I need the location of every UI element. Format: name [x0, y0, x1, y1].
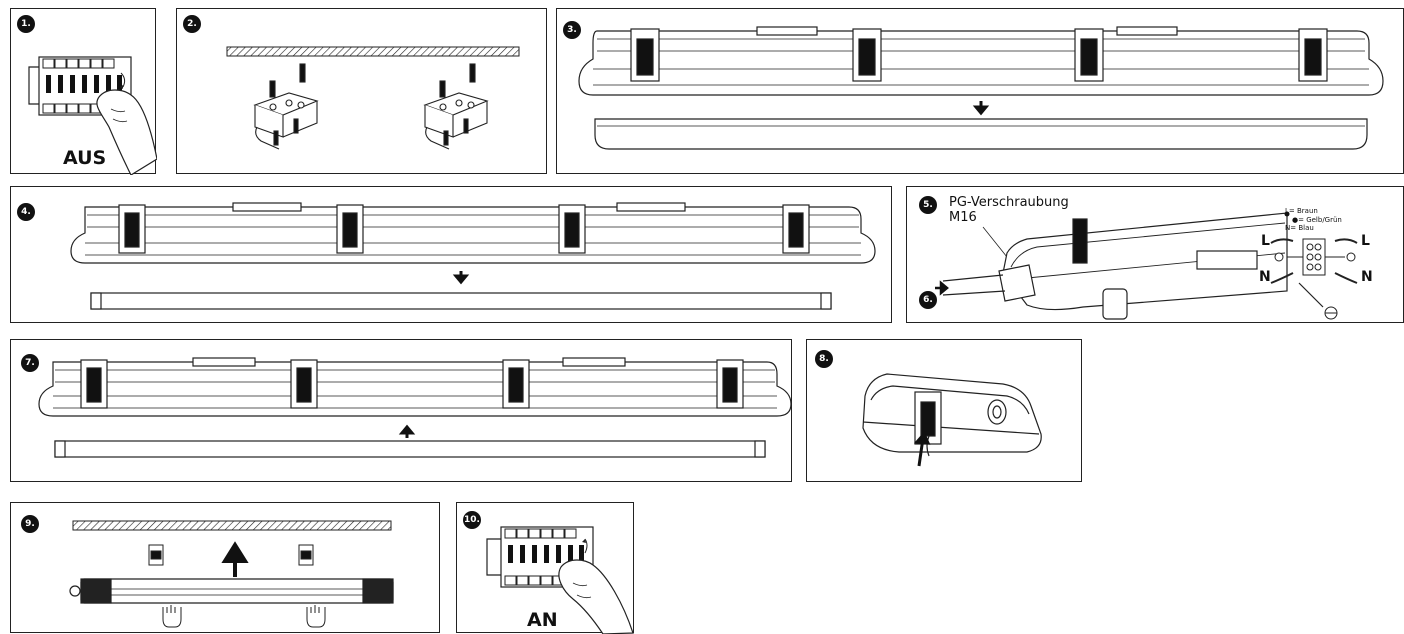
fixture-diffuser-removal-illustration: [578, 26, 1384, 150]
wire-label-l-left: L: [1261, 233, 1270, 249]
panel-step-2: 2.: [176, 8, 547, 174]
panel-step-9: 9.: [10, 502, 440, 633]
panel-step-10: 10. AN: [456, 502, 634, 634]
switch-off-label: AUS: [63, 147, 107, 169]
fixture-mounting-illustration: [69, 520, 394, 628]
cable-entry-illustration: [935, 211, 1358, 320]
legend-brown: L= Braun: [1285, 207, 1318, 215]
step-badge-2: 2.: [183, 15, 201, 33]
panel-step-7: 7.: [10, 339, 792, 482]
gland-label-line2: M16: [949, 210, 977, 225]
fixture-tube-install-illustration: [38, 357, 792, 458]
breaker-switch-on-illustration: [486, 526, 634, 634]
step-badge-3: 3.: [563, 21, 581, 39]
step-badge-1: 1.: [17, 15, 35, 33]
panel-step-3: 3.: [556, 8, 1404, 174]
panel-step-4: 4.: [10, 186, 892, 323]
panel-step-1: 1. AUS: [10, 8, 157, 175]
breaker-switch-illustration: [28, 56, 157, 175]
switch-on-label: AN: [527, 609, 558, 631]
panel-step-8: 8.: [806, 339, 1082, 482]
wire-label-n-left: N: [1259, 269, 1271, 285]
ceiling-clip-illustration: [226, 46, 520, 150]
legend-ground: ●= Gelb/Grün: [1292, 215, 1342, 224]
panel-step-5-6: 5. 6. PG-Verschraubung M16 L= B: [906, 186, 1404, 323]
wire-color-legend: L= Braun ●= Gelb/Grün N= Blau: [1285, 207, 1342, 233]
end-clip-close-illustration: [862, 373, 1042, 467]
legend-blue: N= Blau: [1285, 224, 1314, 232]
step-badge-8: 8.: [815, 350, 833, 368]
fixture-tube-removal-illustration: [70, 202, 876, 310]
wire-label-n-right: N: [1361, 269, 1373, 285]
step-badge-6: 6.: [919, 291, 937, 309]
step-badge-9: 9.: [21, 515, 39, 533]
wire-label-l-right: L: [1361, 233, 1370, 249]
step-badge-5: 5.: [919, 196, 937, 214]
step-badge-7: 7.: [21, 354, 39, 372]
step-badge-4: 4.: [17, 203, 35, 221]
ground-dot-icon: ●: [1292, 215, 1299, 224]
step-badge-10: 10.: [463, 511, 481, 529]
gland-label-line1: PG-Verschraubung: [949, 195, 1069, 210]
